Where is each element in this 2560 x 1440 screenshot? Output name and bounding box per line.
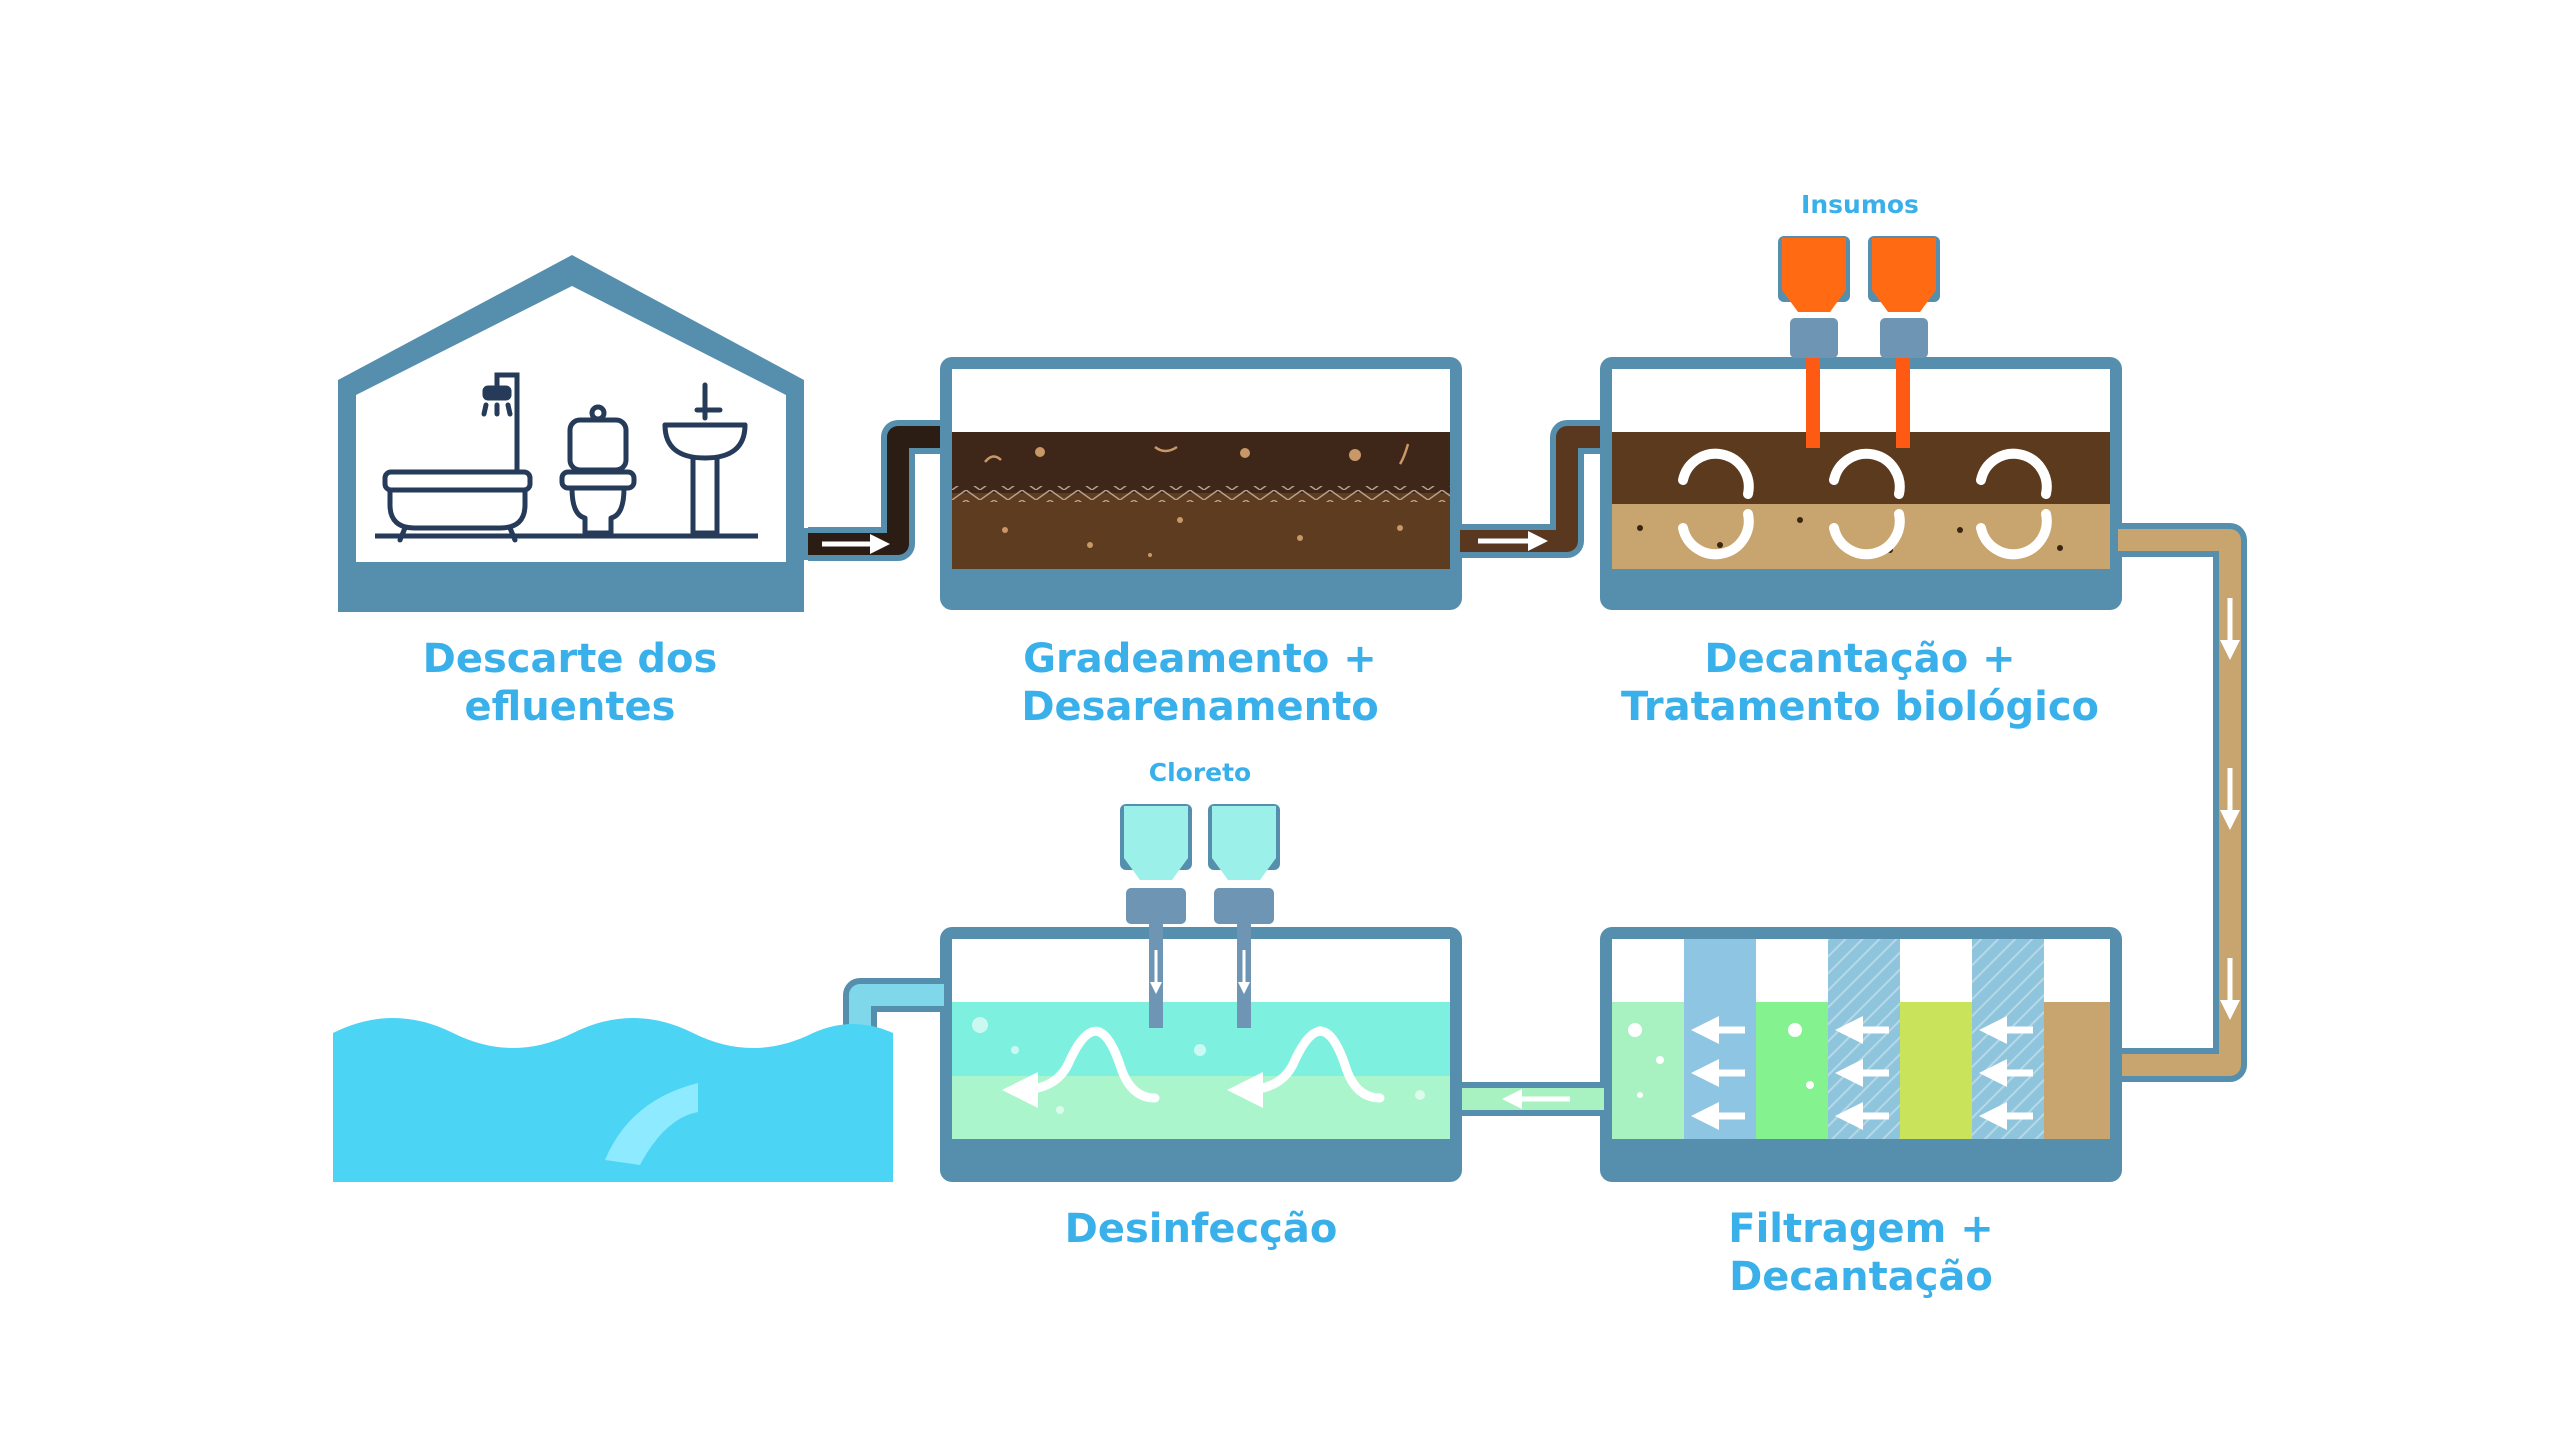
pipe-2 xyxy=(1460,420,1605,558)
sink-icon xyxy=(662,382,748,536)
step-label-filtragem: Filtragem + Decantação xyxy=(1600,1205,2122,1301)
step-label-line1: Desinfecção xyxy=(1064,1206,1338,1252)
wave-flow-icon xyxy=(1002,1026,1385,1108)
step-label-line1: Descarte dos xyxy=(422,636,718,682)
step-label-descarte: Descarte dos efluentes xyxy=(330,635,810,731)
hopper-icon xyxy=(1778,236,1940,448)
step-label-line2: Tratamento biológico xyxy=(1620,684,2100,730)
step-label-line2: Decantação xyxy=(1729,1254,1993,1300)
step-label-line2: Desarenamento xyxy=(1021,684,1379,730)
recirculation-icon xyxy=(1678,448,2052,560)
step-label-line1: Filtragem + xyxy=(1728,1206,1994,1252)
shower-icon xyxy=(481,372,520,475)
tank-gradeamento xyxy=(940,357,1462,610)
step-label-line1: Gradeamento + xyxy=(1023,636,1377,682)
hopper-icon xyxy=(1120,804,1280,1028)
pipe-4 xyxy=(1458,1082,1604,1116)
river-icon xyxy=(333,1018,893,1182)
step-label-decantacao: Decantação + Tratamento biológico xyxy=(1560,635,2160,731)
step-label-line1: Decantação + xyxy=(1704,636,2016,682)
step-label-gradeamento: Gradeamento + Desarenamento xyxy=(945,635,1455,731)
tank-desinfeccao xyxy=(940,927,1462,1182)
step-label-line2: efluentes xyxy=(464,684,676,730)
filter-arrow-icon xyxy=(1691,1016,2033,1130)
step-label-desinfeccao: Desinfecção xyxy=(940,1205,1462,1253)
pipe-1 xyxy=(800,420,945,561)
toilet-icon xyxy=(559,404,637,536)
cloreto-label: Cloreto xyxy=(1148,758,1252,787)
insumos-label: Insumos xyxy=(1801,190,1919,219)
pipe-3 xyxy=(2118,523,2247,1082)
tank-filtragem xyxy=(1600,927,2122,1182)
